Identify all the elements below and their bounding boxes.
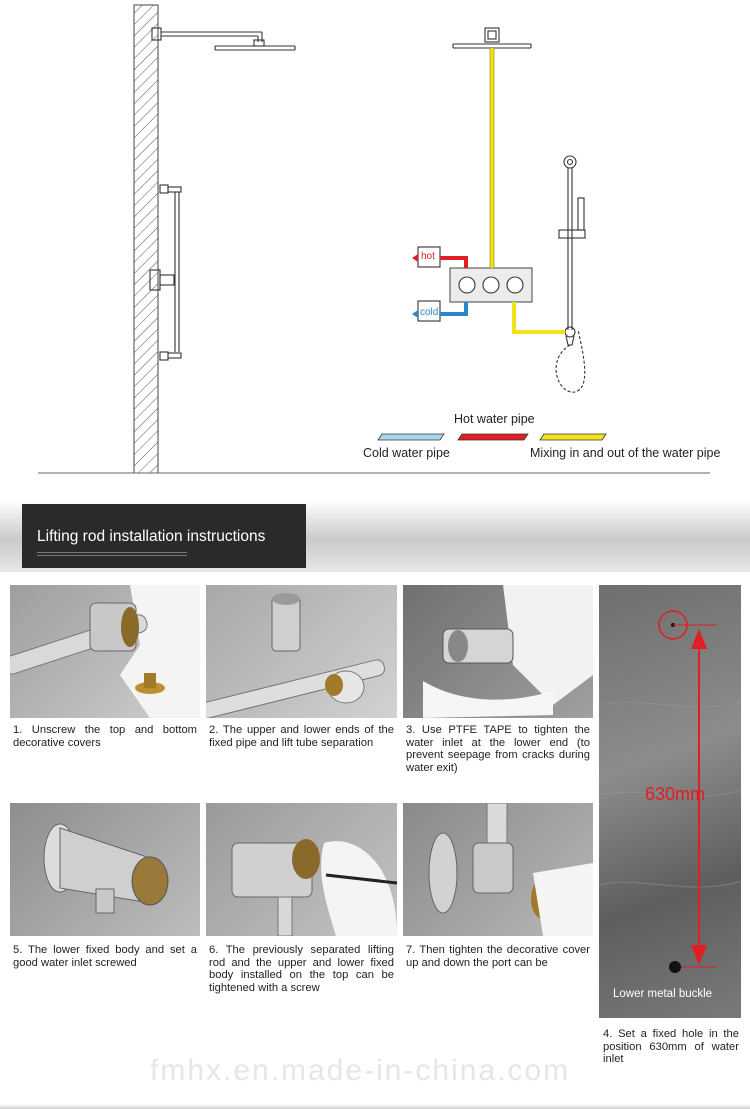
hot-swatch — [457, 433, 529, 441]
measure-photo — [599, 585, 741, 1018]
lower-hole-marker — [669, 961, 681, 973]
step-5-photo — [10, 803, 200, 936]
step-6-photo — [206, 803, 397, 936]
legend-mixing-pipe: Mixing in and out of the water pipe — [530, 446, 721, 460]
side-view-shower — [149, 27, 296, 361]
lower-metal-buckle-label: Lower metal buckle — [613, 988, 713, 1000]
mixing-pipe — [490, 48, 565, 334]
bottom-divider — [0, 1104, 750, 1109]
cold-pipe — [440, 302, 468, 316]
wall-section — [133, 4, 159, 474]
stone-texture — [599, 701, 741, 888]
step-1-photo — [10, 585, 200, 718]
step-3-photo — [403, 585, 593, 718]
arrow-up-icon — [691, 629, 707, 649]
mixing-swatch — [539, 433, 607, 441]
legend-cold-water-pipe: Cold water pipe — [363, 446, 450, 460]
step-2-caption: 2. The upper and lower ends of the fixed… — [209, 724, 394, 749]
step-5-caption: 5. The lower fixed body and set a good w… — [13, 944, 197, 969]
banner-title: Lifting rod installation instructions — [37, 528, 266, 545]
step-2-photo — [206, 585, 397, 718]
banner-fine-print — [37, 552, 187, 562]
step-4-caption: 4. Set a fixed hole in the position 630m… — [603, 1028, 739, 1065]
cold-arrow-icon — [412, 310, 418, 318]
installation-diagram — [38, 4, 710, 474]
mixing-pipe-outline — [489, 48, 495, 268]
arrow-down-icon — [691, 945, 707, 965]
hot-label: hot — [421, 251, 435, 262]
cold-swatch — [377, 433, 445, 441]
banner-title-box — [22, 504, 306, 568]
hot-pipe — [440, 256, 468, 268]
step-1-caption: 1. Unscrew the top and bottom decorative… — [13, 724, 197, 749]
step-7-caption: 7. Then tighten the decorative cover up … — [406, 944, 590, 969]
measure-distance: 630mm — [645, 784, 706, 804]
step-7-photo — [403, 803, 593, 936]
cold-label: cold — [420, 307, 439, 318]
legend-hot-water-pipe: Hot water pipe — [454, 412, 535, 426]
step-3-caption: 3. Use PTFE TAPE to tighten the water in… — [406, 724, 590, 774]
front-view-shower — [417, 27, 586, 393]
hot-arrow-icon — [412, 254, 418, 262]
watermark: fmhx.en.made-in-china.com — [150, 1054, 571, 1087]
step-6-caption: 6. The previously separated lifting rod … — [209, 944, 394, 994]
